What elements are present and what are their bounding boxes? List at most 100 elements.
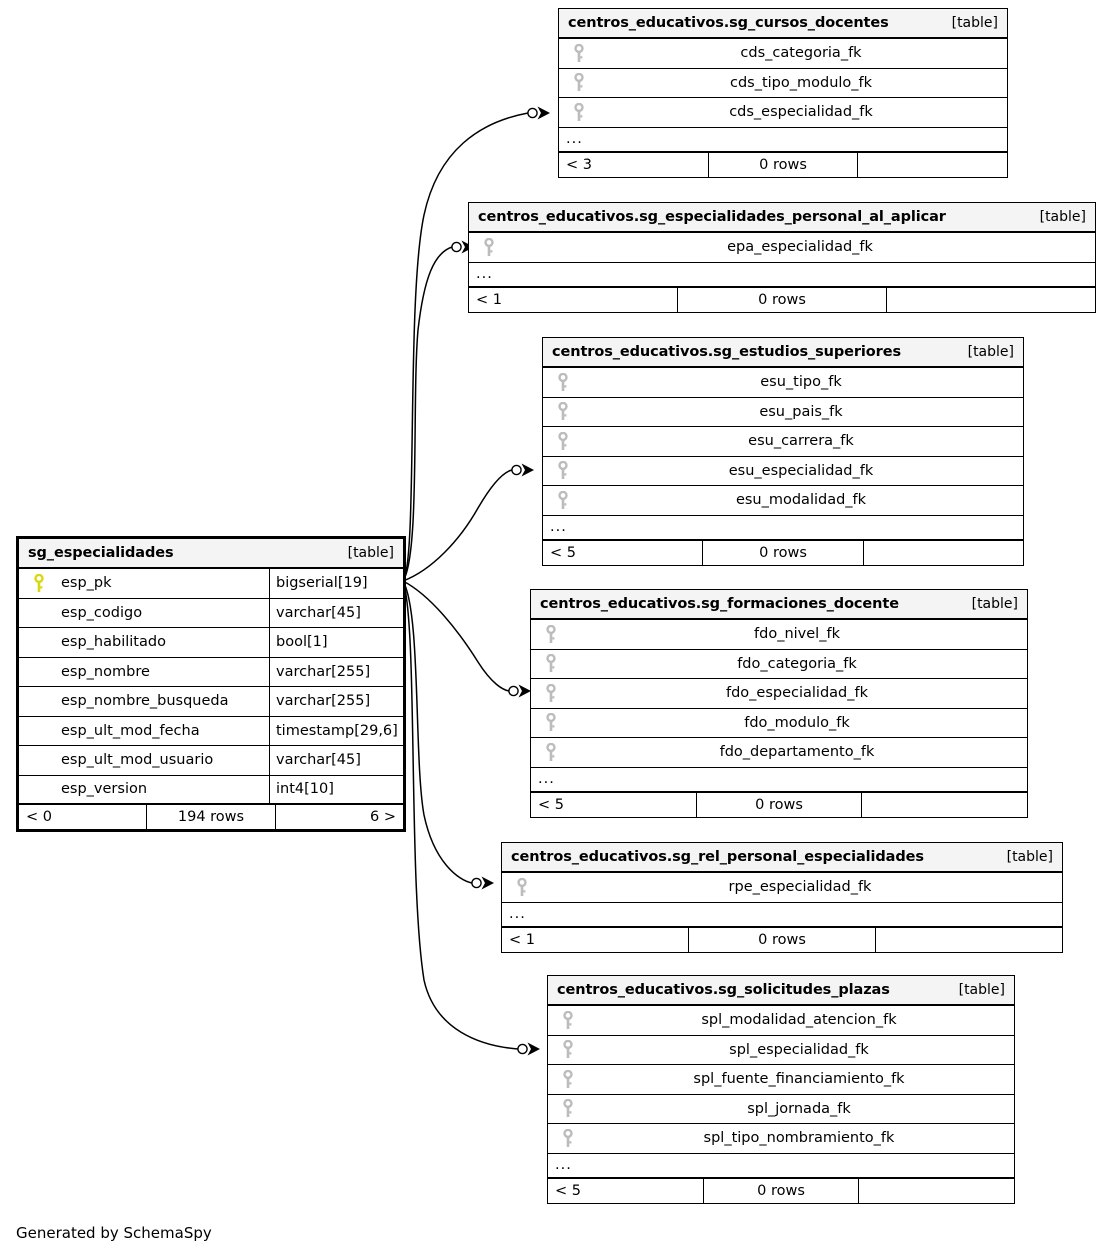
key-indicator-cell bbox=[19, 687, 59, 716]
table-type-tag: [table] bbox=[971, 596, 1018, 612]
column-type: varchar[255] bbox=[269, 687, 403, 716]
table-row[interactable]: esp_habilitado bool[1] bbox=[19, 628, 403, 658]
table-header-sg_rel_personal_especialidades: centros_educativos.sg_rel_personal_espec… bbox=[502, 843, 1062, 873]
foreign-key-icon bbox=[574, 73, 584, 92]
table-header-sg_especialidades: sg_especialidades [table] bbox=[19, 539, 403, 569]
table-name[interactable]: centros_educativos.sg_solicitudes_plazas bbox=[557, 982, 890, 998]
column-name: esu_especialidad_fk bbox=[728, 462, 874, 479]
child-relationship-count bbox=[887, 288, 1095, 312]
optional-marker-circle bbox=[451, 241, 462, 253]
table-name[interactable]: centros_educativos.sg_formaciones_docent… bbox=[540, 596, 899, 612]
column-name: esp_nombre bbox=[61, 663, 150, 680]
foreign-key-icon bbox=[546, 624, 556, 643]
column-type: timestamp[29,6] bbox=[269, 716, 403, 745]
table-name[interactable]: centros_educativos.sg_cursos_docentes bbox=[568, 15, 889, 31]
table-row[interactable]: fdo_departamento_fk bbox=[531, 738, 1027, 768]
table-row[interactable]: esu_tipo_fk bbox=[543, 368, 1023, 398]
key-indicator-cell bbox=[543, 457, 583, 486]
table-row[interactable]: esp_nombre_busqueda varchar[255] bbox=[19, 687, 403, 717]
table-row[interactable]: cds_tipo_modulo_fk bbox=[559, 69, 1007, 98]
table-name[interactable]: centros_educativos.sg_especialidades_per… bbox=[478, 209, 946, 225]
optional-marker-circle bbox=[508, 685, 519, 697]
crows-foot-arrow bbox=[521, 463, 534, 477]
column-name: fdo_especialidad_fk bbox=[725, 685, 869, 702]
column-name: fdo_departamento_fk bbox=[719, 744, 875, 761]
table-header-sg_cursos_docentes: centros_educativos.sg_cursos_docentes[ta… bbox=[559, 9, 1007, 39]
child-relationship-count bbox=[862, 793, 1027, 817]
table-name[interactable]: sg_especialidades bbox=[28, 545, 174, 561]
table-row[interactable]: cds_categoria_fk bbox=[559, 39, 1007, 69]
key-indicator-cell bbox=[19, 776, 59, 804]
more-columns-ellipsis: ... bbox=[469, 263, 1095, 288]
table-row[interactable]: esu_carrera_fk bbox=[543, 427, 1023, 457]
table-row[interactable]: fdo_nivel_fk bbox=[531, 620, 1027, 650]
foreign-key-icon bbox=[558, 490, 568, 509]
table-row[interactable]: esu_pais_fk bbox=[543, 398, 1023, 427]
key-indicator-cell bbox=[469, 233, 509, 262]
table-row[interactable]: rpe_especialidad_fk bbox=[502, 873, 1062, 903]
table-box-sg_formaciones_docente[interactable]: centros_educativos.sg_formaciones_docent… bbox=[530, 589, 1028, 818]
table-box-sg_estudios_superiores[interactable]: centros_educativos.sg_estudios_superiore… bbox=[542, 337, 1024, 566]
column-name: esu_tipo_fk bbox=[760, 374, 842, 391]
table-row[interactable]: esu_modalidad_fk bbox=[543, 486, 1023, 516]
relationship-line bbox=[402, 580, 519, 1050]
optional-marker-circle bbox=[471, 877, 482, 889]
foreign-key-icon bbox=[563, 1010, 573, 1029]
column-name: esp_codigo bbox=[61, 604, 143, 621]
parent-relationship-count: < 5 bbox=[543, 540, 704, 565]
table-type-tag: [table] bbox=[347, 545, 394, 561]
child-relationship-count bbox=[864, 541, 1023, 565]
table-row[interactable]: fdo_categoria_fk bbox=[531, 650, 1027, 679]
table-row[interactable]: spl_modalidad_atencion_fk bbox=[548, 1006, 1014, 1036]
table-row[interactable]: cds_especialidad_fk bbox=[559, 98, 1007, 128]
row-count: 0 rows bbox=[689, 927, 876, 952]
parent-relationship-count: < 0 bbox=[19, 805, 148, 829]
table-name[interactable]: centros_educativos.sg_rel_personal_espec… bbox=[511, 849, 924, 865]
table-row[interactable]: spl_fuente_financiamiento_fk bbox=[548, 1065, 1014, 1095]
table-row[interactable]: epa_especialidad_fk bbox=[469, 233, 1095, 263]
table-name[interactable]: centros_educativos.sg_estudios_superiore… bbox=[552, 344, 901, 360]
child-relationship-count bbox=[858, 153, 1007, 177]
table-box-sg_especialidades_personal_al_aplicar[interactable]: centros_educativos.sg_especialidades_per… bbox=[468, 202, 1096, 313]
foreign-key-icon bbox=[546, 683, 556, 702]
table-row[interactable]: esu_especialidad_fk bbox=[543, 457, 1023, 486]
column-type: bool[1] bbox=[269, 628, 403, 657]
column-name: esp_nombre_busqueda bbox=[61, 693, 229, 710]
table-header-sg_formaciones_docente: centros_educativos.sg_formaciones_docent… bbox=[531, 590, 1027, 620]
parent-relationship-count: < 5 bbox=[531, 792, 697, 817]
table-row[interactable]: spl_especialidad_fk bbox=[548, 1036, 1014, 1065]
key-indicator-cell bbox=[19, 628, 59, 657]
table-box-sg_solicitudes_plazas[interactable]: centros_educativos.sg_solicitudes_plazas… bbox=[547, 975, 1015, 1204]
more-columns-ellipsis: ... bbox=[548, 1154, 1014, 1179]
key-indicator-cell bbox=[19, 599, 59, 628]
foreign-key-icon bbox=[558, 402, 568, 421]
table-box-sg_cursos_docentes[interactable]: centros_educativos.sg_cursos_docentes[ta… bbox=[558, 8, 1008, 178]
table-row[interactable]: esp_codigo varchar[45] bbox=[19, 598, 403, 628]
table-row[interactable]: spl_tipo_nombramiento_fk bbox=[548, 1124, 1014, 1154]
table-type-tag: [table] bbox=[967, 344, 1014, 360]
foreign-key-icon bbox=[574, 102, 584, 121]
table-row[interactable]: fdo_especialidad_fk bbox=[531, 679, 1027, 709]
table-row[interactable]: fdo_modulo_fk bbox=[531, 709, 1027, 738]
key-indicator-cell bbox=[502, 873, 542, 902]
table-header-sg_especialidades_personal_al_aplicar: centros_educativos.sg_especialidades_per… bbox=[469, 203, 1095, 233]
column-name: esp_habilitado bbox=[61, 634, 166, 651]
row-count: 0 rows bbox=[697, 792, 863, 817]
table-row[interactable]: spl_jornada_fk bbox=[548, 1095, 1014, 1124]
key-indicator-cell bbox=[548, 1036, 588, 1065]
foreign-key-icon bbox=[563, 1128, 573, 1147]
more-columns-ellipsis: ... bbox=[543, 516, 1023, 541]
table-type-tag: [table] bbox=[1039, 209, 1086, 225]
table-box-sg_rel_personal_especialidades[interactable]: centros_educativos.sg_rel_personal_espec… bbox=[501, 842, 1063, 953]
relationship-endpoint bbox=[471, 876, 494, 890]
relationship-endpoint bbox=[527, 106, 550, 120]
column-type: varchar[45] bbox=[269, 598, 403, 627]
